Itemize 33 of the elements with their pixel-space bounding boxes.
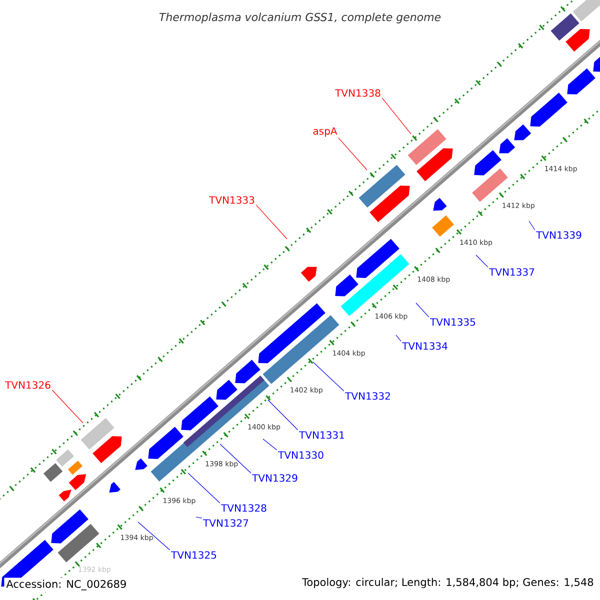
leader-line xyxy=(396,334,402,342)
leader-line xyxy=(416,302,430,318)
leader-line xyxy=(256,204,288,240)
leader-line xyxy=(188,472,220,504)
gene-label: TVN1335 xyxy=(430,318,476,326)
gene-label: TVN1328 xyxy=(221,504,266,512)
accession-label: Accession: NC_002689 xyxy=(4,578,129,592)
leader-line xyxy=(196,516,202,518)
leader-line xyxy=(52,390,84,424)
gene-label: TVN1325 xyxy=(171,551,216,559)
gene-label: TVN1327 xyxy=(203,519,248,527)
leader-line xyxy=(338,138,368,170)
gene-label: TVN1339 xyxy=(536,231,582,239)
gene-label: TVN1337 xyxy=(489,268,534,276)
title: Thermoplasma volcanium GSS1, complete genome xyxy=(159,12,441,24)
gene-label: TVN1329 xyxy=(252,474,298,482)
genome-info-label: Topology: circular; Length: 1,584,804 bp; Genes: 1,548 xyxy=(300,576,596,590)
leader-line xyxy=(476,254,488,268)
leader-line xyxy=(382,98,412,134)
gene-label: aspA xyxy=(313,127,338,137)
gene-label: TVN1332 xyxy=(345,392,390,400)
leader-line xyxy=(138,522,170,550)
gene-label: TVN1338 xyxy=(335,89,380,97)
gene-label: TVN1326 xyxy=(5,381,50,389)
gene-label: TVN1330 xyxy=(278,451,324,459)
leader-line xyxy=(268,400,298,430)
gene-label: TVN1334 xyxy=(402,342,448,350)
leader-line xyxy=(528,220,536,230)
leader-line xyxy=(220,444,252,474)
gene-label: TVN1331 xyxy=(299,431,344,439)
gene-label: TVN1333 xyxy=(209,196,254,204)
leader-line xyxy=(312,362,344,392)
leader-line xyxy=(262,438,278,450)
